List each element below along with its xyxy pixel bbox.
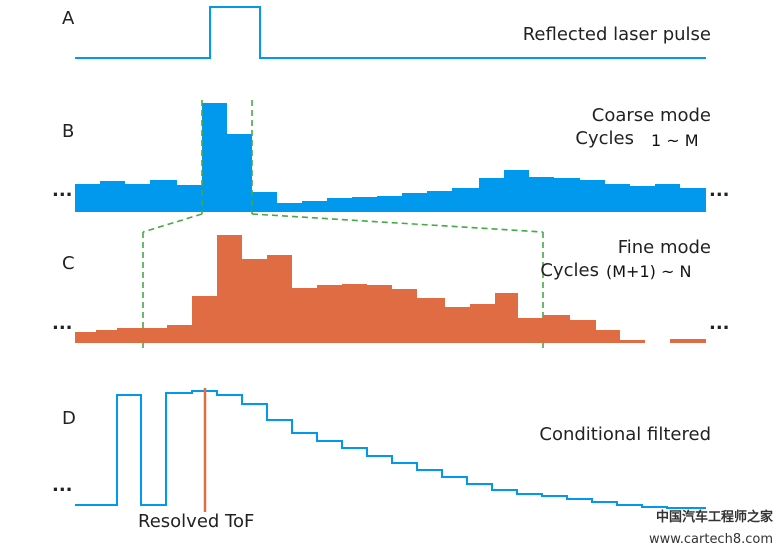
panel-c-cycles-range: (M+1) ~ N [606, 262, 691, 281]
panel-d: D ... Conditional filtered Resolved ToF [52, 388, 711, 532]
watermark: 中国汽车工程师之家 www.cartech8.com [649, 509, 774, 547]
panel-c-ellipsis-right: ... [709, 313, 730, 334]
zoom-guide-diag-right [251, 213, 544, 233]
panel-b-ellipsis-left: ... [52, 180, 73, 201]
filtered-signal-line [75, 390, 706, 509]
panel-c-letter: C [62, 253, 75, 274]
panel-d-letter: D [62, 408, 76, 429]
panel-b-cycles-range: 1 ~ M [651, 131, 699, 150]
coarse-histogram [75, 103, 706, 212]
laser-pulse-line [75, 6, 706, 59]
panel-a-letter: A [62, 8, 75, 29]
panel-b-cycles-label: Cycles [575, 128, 634, 149]
panel-b: B ... ... Coarse mode Cycles 1 ~ M [52, 103, 730, 212]
panel-c-ellipsis-left: ... [52, 313, 73, 334]
fine-histogram [75, 235, 706, 343]
panel-d-ellipsis-left: ... [52, 475, 73, 496]
panel-c-cycles-label: Cycles [540, 260, 599, 281]
panel-c: C ... ... Fine mode Cycles (M+1) ~ N [52, 235, 730, 343]
watermark-title: 中国汽车工程师之家 [656, 509, 774, 525]
panel-b-letter: B [62, 121, 74, 142]
panel-b-title: Coarse mode [592, 105, 711, 126]
resolved-tof-label: Resolved ToF [138, 511, 254, 532]
zoom-guides [142, 100, 544, 348]
panel-a-title: Reflected laser pulse [523, 24, 711, 45]
zoom-guide-diag-left [142, 213, 203, 233]
panel-d-title: Conditional filtered [539, 424, 711, 445]
watermark-url: www.cartech8.com [649, 532, 773, 547]
panel-b-ellipsis-right: ... [709, 180, 730, 201]
panel-a: A Reflected laser pulse [62, 6, 711, 59]
panel-c-title: Fine mode [618, 237, 711, 258]
